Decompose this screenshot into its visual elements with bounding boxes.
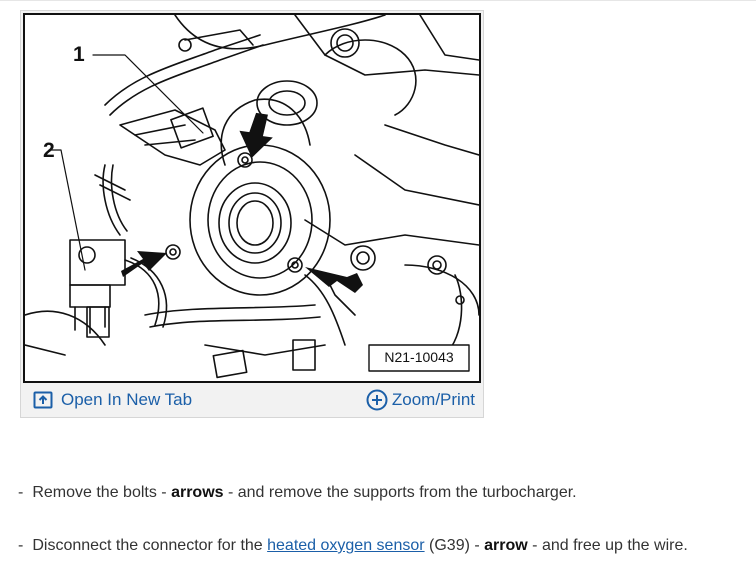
heated-oxygen-sensor-link[interactable]: heated oxygen sensor <box>267 537 425 554</box>
figure-id-label: N21-10043 <box>384 349 454 365</box>
zoom-plus-icon <box>366 389 388 411</box>
step-text-after: - and remove the supports from the turbo… <box>223 484 577 501</box>
technical-diagram: 1 2 N21-10043 <box>23 13 481 383</box>
step-text-before: Remove the bolts - <box>32 484 172 501</box>
step-bold-term: arrows <box>171 484 224 501</box>
figure-toolbar: Open In New Tab Zoom/Print <box>21 383 483 417</box>
figure-card: 1 2 N21-10043 Open In New Tab Zoom/Print <box>20 10 484 418</box>
instruction-step-1: -Remove the bolts - arrows - and remove … <box>18 484 577 502</box>
open-in-new-tab-icon <box>33 391 53 409</box>
step-bullet: - <box>18 484 24 501</box>
step-bold-term: arrow <box>484 537 528 554</box>
step-text-middle: (G39) - <box>424 537 485 554</box>
open-in-new-tab-button[interactable]: Open In New Tab <box>33 383 192 417</box>
step-bullet: - <box>18 537 24 554</box>
zoom-print-label: Zoom/Print <box>391 390 475 409</box>
step-text-before: Disconnect the connector for the <box>32 537 268 554</box>
top-divider <box>0 0 756 1</box>
zoom-print-button[interactable]: Zoom/Print <box>366 383 475 417</box>
open-in-new-tab-label: Open In New Tab <box>61 390 193 409</box>
callout-1: 1 <box>73 43 85 66</box>
callout-2: 2 <box>43 139 55 162</box>
instruction-step-2: -Disconnect the connector for the heated… <box>18 537 688 555</box>
step-text-after: - and free up the wire. <box>527 537 688 554</box>
